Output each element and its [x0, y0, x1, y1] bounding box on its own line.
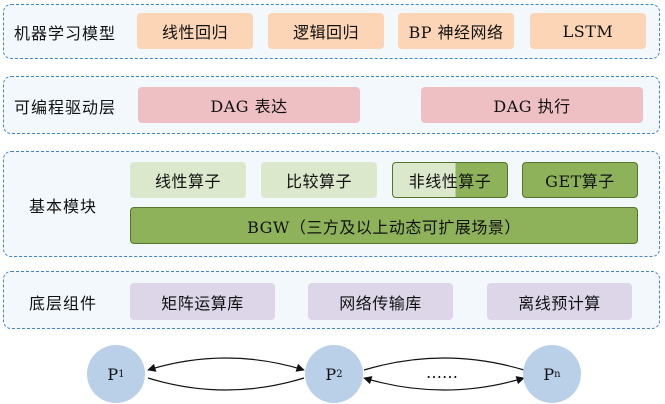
bottom-layer-title: 底层组件: [29, 294, 98, 313]
lstm-box: LSTM: [530, 13, 646, 49]
p2-pn-arrow-bottom: [363, 376, 525, 391]
ml-model-layer: 机器学习模型 线性回归 逻辑回归 BP 神经网络 LSTM: [3, 4, 660, 59]
bottom-component-layer: 底层组件 矩阵运算库 网络传输库 离线预计算: [3, 271, 660, 329]
p1-p2-arrow-top: [147, 357, 305, 372]
linear-operator-box: 线性算子: [130, 162, 246, 198]
p2-pn-arrow-top: [363, 357, 525, 371]
logistic-regression-box: 逻辑回归: [268, 13, 384, 49]
matrix-library-box: 矩阵运算库: [130, 283, 275, 320]
ml-layer-title: 机器学习模型: [14, 24, 117, 43]
network-library-box: 网络传输库: [308, 283, 453, 320]
dag-driver-layer: 可编程驱动层 DAG 表达 DAG 执行: [3, 76, 660, 134]
nonlinear-operator-box: 非线性算子: [392, 162, 508, 198]
get-operator-box: GET算子: [522, 162, 638, 198]
basic-layer-title: 基本模块: [29, 197, 98, 216]
dag-expression-box: DAG 表达: [138, 87, 360, 123]
comparison-operator-box: 比较算子: [261, 162, 377, 198]
ellipsis-label: ……: [426, 363, 458, 382]
bp-network-box: BP 神经网络: [398, 13, 514, 49]
linear-regression-box: 线性回归: [137, 13, 253, 49]
p1-p2-arrow-bottom: [147, 377, 305, 391]
basic-module-layer: 基本模块 线性算子 比较算子 非线性算子 GET算子 BGW（三方及以上动态可扩…: [3, 151, 660, 257]
bgw-box: BGW（三方及以上动态可扩展场景）: [130, 207, 638, 244]
dag-layer-title: 可编程驱动层: [14, 98, 117, 117]
dag-execution-box: DAG 执行: [421, 87, 643, 123]
offline-precompute-box: 离线预计算: [487, 283, 632, 320]
